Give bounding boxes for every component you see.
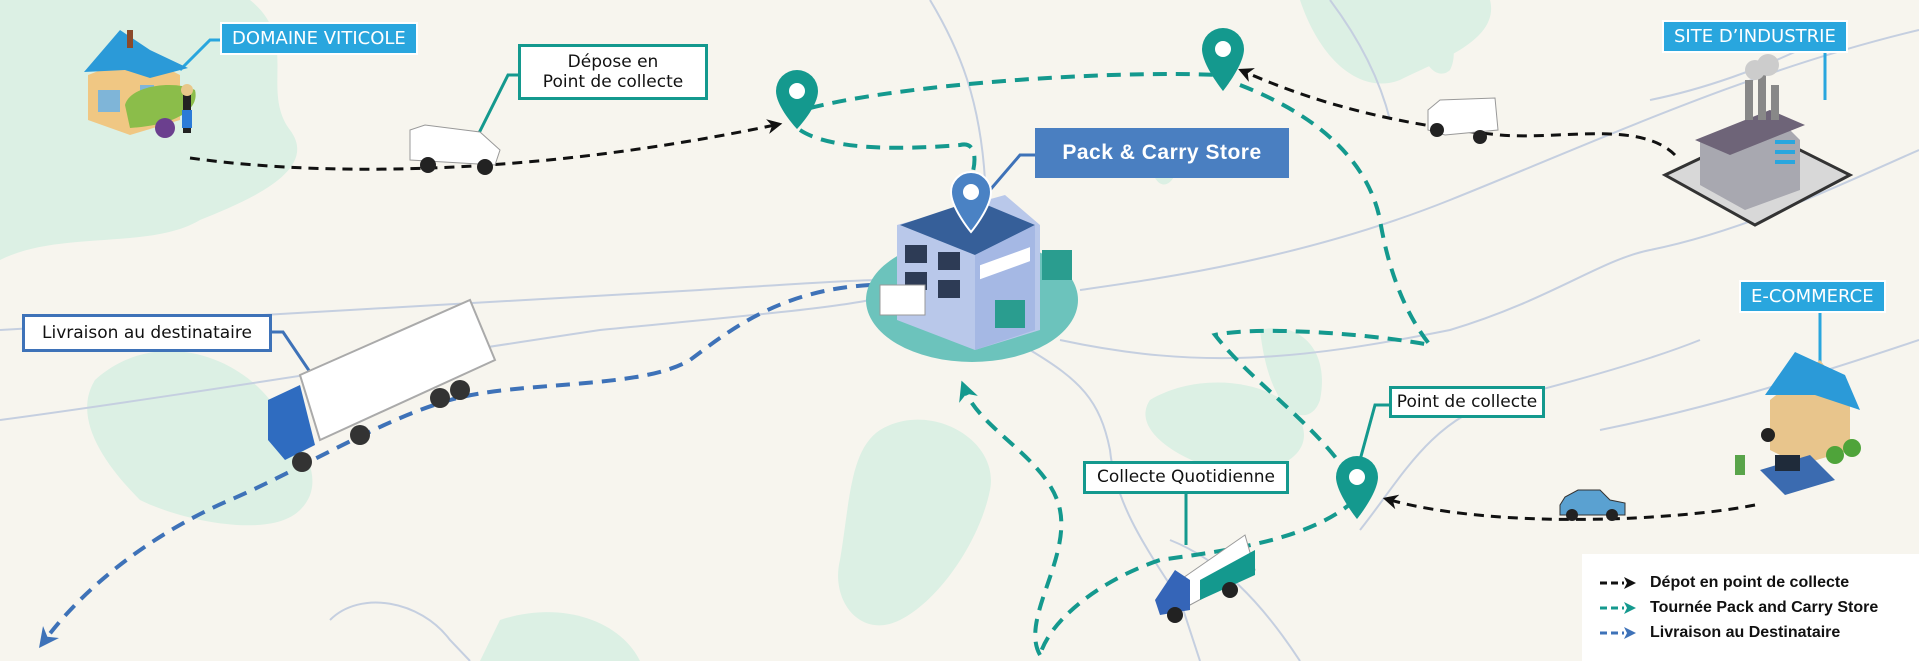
route-tournee xyxy=(798,72,1435,656)
pin-point-collecte-2[interactable] xyxy=(1202,28,1244,91)
pin-point-collecte-1[interactable] xyxy=(776,70,818,129)
callout-livraison-destinataire: Livraison au destinataire xyxy=(22,314,272,352)
ecommerce-house-icon xyxy=(1735,352,1861,495)
pin-point-collecte-3[interactable] xyxy=(1336,456,1378,519)
vineyard-house-icon xyxy=(84,30,196,138)
route-depot-collecte xyxy=(189,68,1756,521)
delivery-truck-icon xyxy=(268,298,497,472)
label-site-industrie: SITE D’INDUSTRIE xyxy=(1662,20,1848,53)
callout-point-de-collecte: Point de collecte xyxy=(1389,386,1545,418)
dashed-arrow-black-icon xyxy=(1600,576,1636,589)
legend-item-livraison: Livraison au Destinataire xyxy=(1600,620,1919,645)
label-e-commerce: E-COMMERCE xyxy=(1739,280,1886,313)
callout-depose-point-collecte: Dépose en Point de collecte xyxy=(518,44,708,100)
collection-van-icon xyxy=(1155,534,1256,623)
legend-label-depot: Dépot en point de collecte xyxy=(1650,573,1850,591)
legend: Dépot en point de collecte Tournée Pack … xyxy=(1582,554,1919,661)
route-livraison xyxy=(38,283,871,648)
legend-item-tournee: Tournée Pack and Carry Store xyxy=(1600,595,1919,620)
callout-depose-line-2: Point de collecte xyxy=(542,72,684,92)
legend-label-livraison: Livraison au Destinataire xyxy=(1650,623,1841,641)
factory-icon xyxy=(1661,54,1854,227)
label-pack-carry-store: Pack & Carry Store xyxy=(1035,128,1289,178)
hub-pin-icon xyxy=(949,170,993,234)
van-icon-1 xyxy=(409,124,501,175)
legend-label-tournee: Tournée Pack and Carry Store xyxy=(1650,598,1879,616)
van-icon-2 xyxy=(1427,97,1499,144)
dashed-arrow-teal-icon xyxy=(1600,601,1636,614)
label-domaine-viticole: DOMAINE VITICOLE xyxy=(220,22,418,55)
callout-collecte-quotidienne: Collecte Quotidienne xyxy=(1083,461,1289,494)
callout-depose-line-1: Dépose en xyxy=(567,51,659,72)
legend-item-depot: Dépot en point de collecte xyxy=(1600,570,1919,595)
car-icon xyxy=(1559,489,1626,521)
leader-lines xyxy=(178,38,1827,545)
dashed-arrow-blue-icon xyxy=(1600,626,1636,639)
